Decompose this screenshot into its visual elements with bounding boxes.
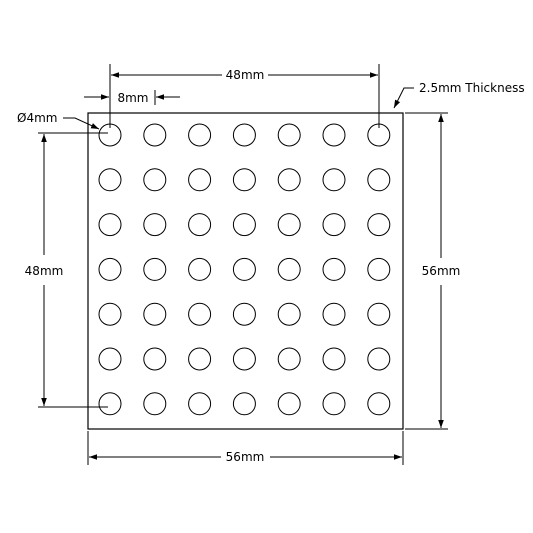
top-span-label: 48mm — [226, 68, 265, 82]
hole — [322, 213, 346, 237]
hole — [277, 302, 301, 326]
hole — [277, 213, 301, 237]
hole — [143, 168, 167, 192]
hole — [98, 257, 122, 281]
hole — [367, 213, 391, 237]
pitch-label: 8mm — [117, 91, 148, 105]
bottom-width-label: 56mm — [226, 450, 265, 464]
hole — [277, 123, 301, 147]
hole — [277, 347, 301, 371]
right-height-label: 56mm — [422, 264, 461, 278]
hole — [322, 392, 346, 416]
hole — [232, 168, 256, 192]
hole — [98, 347, 122, 371]
hole — [232, 257, 256, 281]
hole-diameter-leader — [63, 117, 100, 130]
hole — [232, 213, 256, 237]
hole — [232, 347, 256, 371]
hole — [367, 168, 391, 192]
hole — [277, 257, 301, 281]
hole — [188, 123, 212, 147]
hole — [188, 168, 212, 192]
hole — [98, 213, 122, 237]
hole — [98, 168, 122, 192]
hole — [188, 257, 212, 281]
hole — [232, 392, 256, 416]
hole — [367, 257, 391, 281]
hole — [98, 302, 122, 326]
hole — [322, 302, 346, 326]
hole — [322, 257, 346, 281]
hole — [367, 392, 391, 416]
hole — [322, 168, 346, 192]
hole — [188, 392, 212, 416]
hole — [143, 123, 167, 147]
hole — [188, 213, 212, 237]
hole — [232, 302, 256, 326]
hole — [188, 347, 212, 371]
hole — [143, 257, 167, 281]
hole — [188, 302, 212, 326]
hole — [277, 168, 301, 192]
hole — [143, 213, 167, 237]
hole — [143, 392, 167, 416]
left-span-label: 48mm — [25, 264, 64, 278]
hole — [143, 302, 167, 326]
hole — [232, 123, 256, 147]
hole-grid — [98, 123, 391, 416]
thickness-leader — [393, 87, 414, 109]
hole — [322, 123, 346, 147]
thickness-label: 2.5mm Thickness — [419, 81, 525, 95]
hole — [277, 392, 301, 416]
hole — [143, 347, 167, 371]
hole — [98, 392, 122, 416]
hole-diameter-label: Ø4mm — [17, 111, 57, 125]
hole — [322, 347, 346, 371]
hole — [367, 302, 391, 326]
hole — [367, 347, 391, 371]
